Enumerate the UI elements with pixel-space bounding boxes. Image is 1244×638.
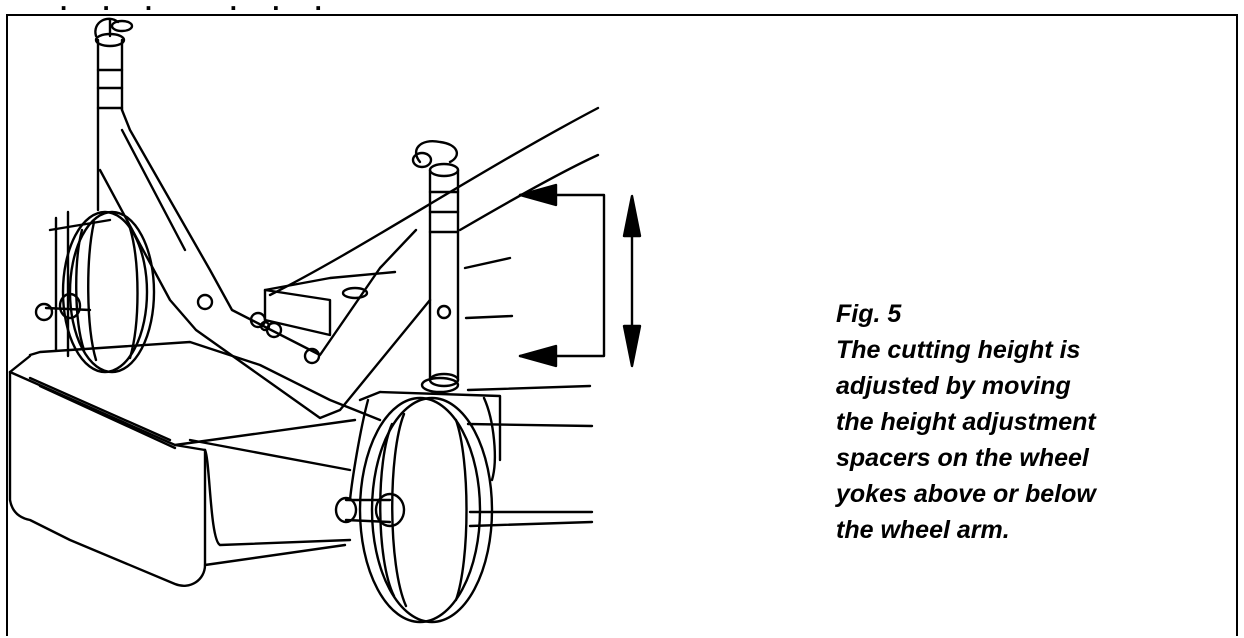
caption-line: The cutting height is xyxy=(836,336,1081,364)
mower-deck-illustration xyxy=(8,17,642,624)
deck-body xyxy=(8,270,397,587)
caption-line: the height adjustment xyxy=(836,408,1096,436)
front-wheel-yoke-post xyxy=(411,140,460,394)
caption-line: yokes above or below xyxy=(836,480,1096,508)
rear-wheel-arm xyxy=(94,17,432,420)
front-wheel xyxy=(334,390,502,624)
caption-line: the wheel arm. xyxy=(836,516,1010,544)
caption-line: adjusted by moving xyxy=(836,372,1071,400)
figure-caption: Fig. 5 The cutting height is adjusted by… xyxy=(836,296,1236,548)
cut-off-heading: . . . . . . xyxy=(0,0,1244,12)
caption-line: spacers on the wheel xyxy=(836,444,1089,472)
figure-frame xyxy=(6,14,1238,636)
figure-label: Fig. 5 xyxy=(836,300,902,328)
height-indicator-arrows xyxy=(518,183,642,368)
